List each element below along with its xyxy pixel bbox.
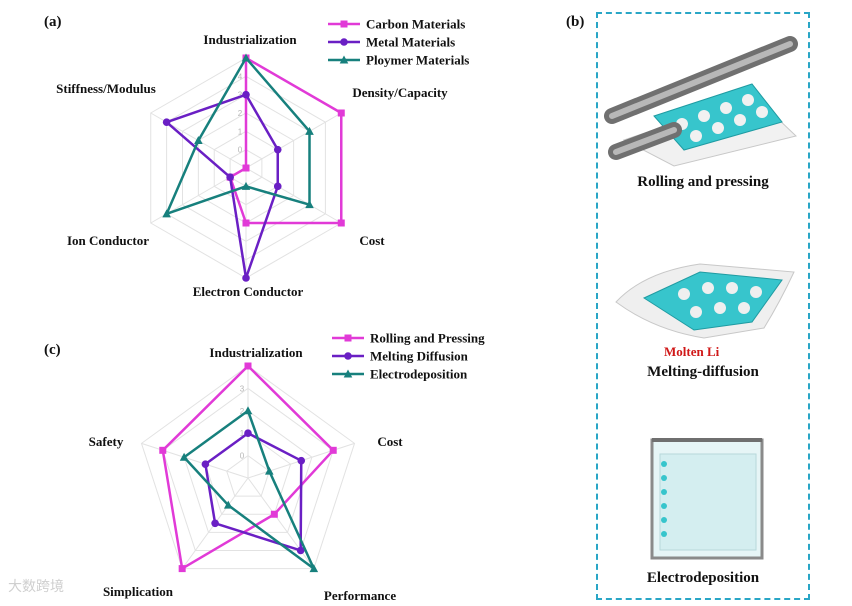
- molten-li-label: Molten Li: [664, 344, 720, 359]
- series-line: [182, 409, 316, 570]
- axis-label: Industrialization: [209, 345, 303, 360]
- legend-marker: [340, 20, 348, 28]
- data-point: [305, 200, 314, 209]
- axis-spoke: [245, 167, 342, 224]
- tick-label: 1: [240, 429, 245, 438]
- panel-label-c: (c): [44, 342, 61, 358]
- melting-illustration: [615, 263, 795, 339]
- series-line: [204, 431, 303, 552]
- data-point: [162, 118, 171, 126]
- watermark: 大数跨境: [8, 579, 64, 595]
- legend-marker: [340, 38, 348, 46]
- legend-entry: Carbon Materials: [366, 17, 465, 32]
- axis-spoke: [245, 112, 342, 169]
- tick-label: 2: [240, 407, 245, 416]
- grid-ring: [140, 365, 356, 570]
- axis-label: Cost: [377, 434, 403, 449]
- data-point: [242, 90, 250, 99]
- data-point: [337, 219, 345, 227]
- data-point: [194, 136, 203, 144]
- data-point: [243, 406, 253, 415]
- axis-label: Safety: [89, 434, 124, 449]
- legend-entry: Melting Diffusion: [370, 349, 469, 364]
- axis-label: Performance: [324, 588, 396, 603]
- data-point: [270, 510, 278, 518]
- data-point: [296, 546, 305, 555]
- panel-b-frame: Rolling and pressing Molten Li Melting-d…: [596, 12, 810, 600]
- axis-label: Stiffness/Modulus: [56, 81, 156, 96]
- data-point: [242, 164, 250, 172]
- caption-electrodeposition: Electrodeposition: [646, 570, 760, 586]
- tick-label: 0: [240, 452, 245, 461]
- tick-label: 2: [238, 109, 243, 118]
- legend-marker: [339, 55, 349, 64]
- data-point: [201, 460, 210, 468]
- axis-spoke: [141, 442, 249, 479]
- legend-marker: [343, 369, 353, 378]
- data-point: [242, 219, 250, 227]
- legend-marker: [344, 352, 352, 360]
- data-point: [162, 209, 171, 218]
- axis-label: Industrialization: [203, 32, 297, 47]
- series-line: [161, 364, 335, 570]
- data-point: [178, 565, 186, 573]
- caption-melting: Melting-diffusion: [647, 364, 759, 380]
- data-point: [265, 466, 274, 475]
- data-point: [309, 564, 319, 573]
- axis-label: Electron Conductor: [193, 284, 304, 299]
- rolling-illustration: [604, 36, 798, 167]
- panel-label-b: (b): [566, 14, 585, 30]
- tick-label: 1: [238, 127, 243, 136]
- data-point: [273, 182, 282, 191]
- axis-label: Cost: [359, 233, 385, 248]
- axis-label: Density/Capacity: [352, 85, 448, 100]
- caption-rolling: Rolling and pressing: [637, 174, 769, 190]
- data-point: [159, 446, 167, 454]
- tick-label: 0: [238, 146, 243, 155]
- legend-entry: Ploymer Materials: [366, 53, 469, 68]
- panel-label-a: (a): [44, 14, 62, 30]
- data-point: [241, 181, 251, 190]
- data-point: [329, 446, 337, 454]
- legend-entry: Metal Materials: [366, 35, 455, 50]
- data-point: [241, 53, 251, 62]
- data-point: [211, 519, 219, 528]
- legend-marker: [344, 334, 352, 342]
- data-point: [305, 126, 314, 135]
- data-point: [297, 456, 306, 465]
- tick-label: 3: [238, 91, 243, 100]
- data-point: [223, 500, 233, 509]
- tick-label: 4: [238, 72, 243, 81]
- grid-ring: [226, 454, 270, 497]
- data-point: [226, 173, 234, 181]
- grid-ring: [162, 387, 334, 551]
- data-point: [244, 429, 252, 438]
- tick-label: 3: [240, 384, 245, 393]
- data-point: [337, 109, 345, 117]
- legend-entry: Electrodeposition: [370, 367, 468, 382]
- data-point: [242, 274, 250, 282]
- electrodeposition-illustration: [650, 438, 764, 560]
- legend-entry: Rolling and Pressing: [370, 331, 485, 346]
- axis-label: Simplication: [103, 584, 174, 599]
- data-point: [179, 452, 189, 461]
- axis-label: Ion Conductor: [67, 233, 149, 248]
- data-point: [244, 362, 252, 370]
- radar-chart-a: 0 1 2 3 4 IndustrializationDensity/CapacityCo…: [56, 17, 469, 300]
- data-point: [273, 145, 282, 154]
